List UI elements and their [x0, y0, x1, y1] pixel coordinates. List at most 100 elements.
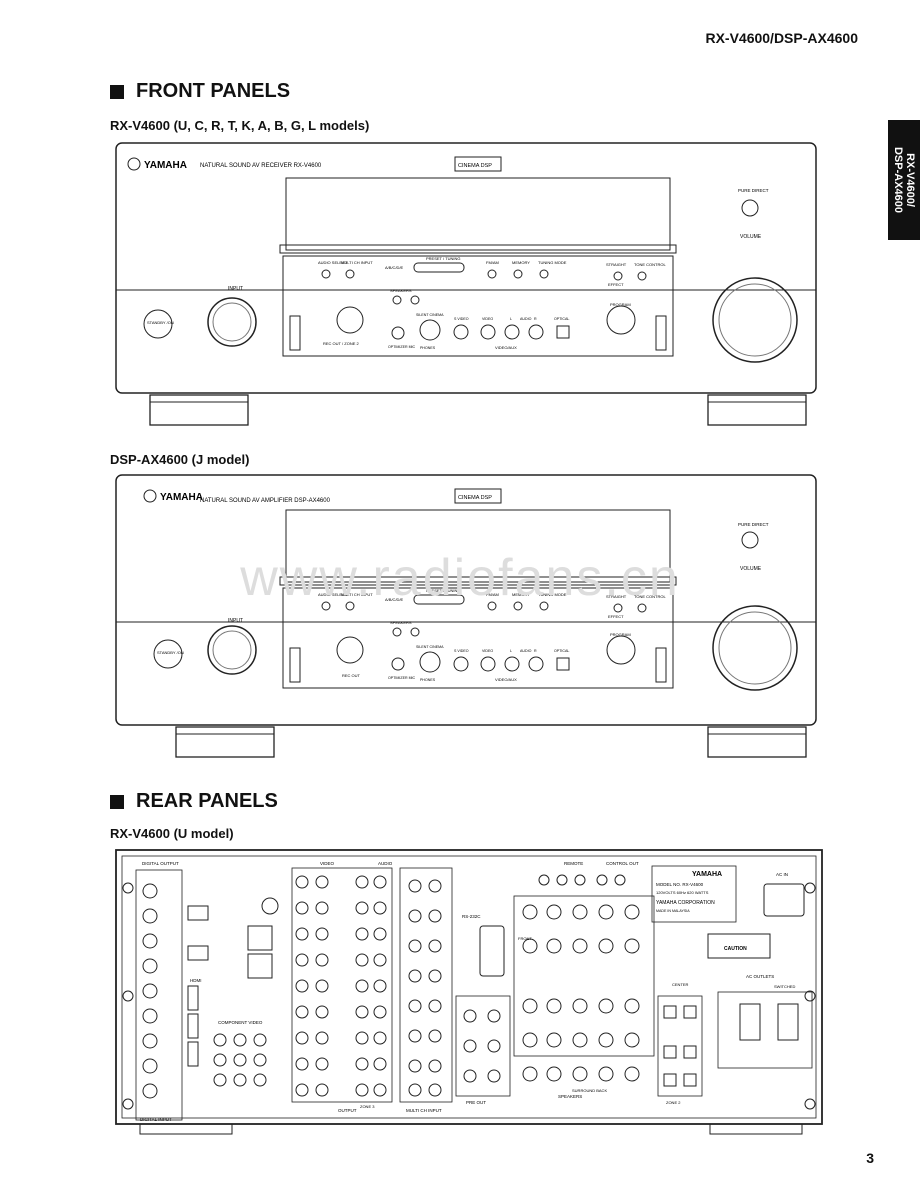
fm-am-button[interactable]	[487, 269, 497, 279]
fm-am-label: FM/AM	[486, 592, 499, 597]
made-in-label: MADE IN MALAYSIA	[656, 909, 690, 913]
optical-jack[interactable]	[556, 325, 570, 339]
ac-in-label: AC IN	[776, 872, 788, 877]
cinema-dsp-logo: CINEMA DSP	[458, 495, 492, 501]
multi-ch-input-label: MULTI CH INPUT	[406, 1108, 442, 1113]
svideo-label: S VIDEO	[454, 317, 469, 321]
zone3-label: ZONE 3	[360, 1104, 375, 1109]
rec-out-knob[interactable]	[336, 636, 364, 664]
audio-label: AUDIO	[520, 649, 532, 653]
fm-am-label: FM/AM	[486, 260, 499, 265]
pure-direct-label: PURE DIRECT	[738, 188, 769, 193]
memory-button[interactable]	[513, 601, 523, 611]
center-label: CENTER	[672, 982, 689, 987]
fm-am-button[interactable]	[487, 601, 497, 611]
multi-ch-button[interactable]	[345, 601, 355, 611]
standby-button[interactable]	[143, 309, 173, 339]
audio-l-jack[interactable]	[504, 656, 520, 672]
input-knob[interactable]	[207, 625, 257, 675]
pure-direct-label: PURE DIRECT	[738, 522, 769, 527]
video-jack[interactable]	[480, 324, 496, 340]
pre-out-label: PRE OUT	[466, 1100, 486, 1105]
rear-panels-heading: REAR PANELS	[110, 790, 278, 813]
switched-label: SWITCHED	[774, 984, 795, 989]
program-knob[interactable]	[606, 635, 636, 665]
video-aux-label: VIDEO/AUX	[495, 677, 517, 682]
rear-caption: RX-V4600 (U model)	[110, 826, 234, 841]
phones-label: PHONES	[420, 346, 436, 350]
volume-knob[interactable]	[712, 277, 798, 363]
corporation-label: YAMAHA CORPORATION	[656, 900, 715, 906]
svideo-jack[interactable]	[453, 324, 469, 340]
optical-jack[interactable]	[556, 657, 570, 671]
svideo-jack[interactable]	[453, 656, 469, 672]
input-label: INPUT	[228, 286, 243, 292]
memory-label: MEMORY	[512, 260, 530, 265]
tuning-mode-button[interactable]	[539, 601, 549, 611]
preset-tuning-rocker[interactable]	[413, 594, 465, 605]
input-label: INPUT	[228, 618, 243, 624]
tone-button[interactable]	[637, 603, 647, 613]
memory-label: MEMORY	[512, 592, 530, 597]
remote-label: REMOTE	[564, 861, 583, 866]
audio-select-button[interactable]	[321, 601, 331, 611]
straight-button[interactable]	[613, 271, 623, 281]
audio-select-button[interactable]	[321, 269, 331, 279]
pure-direct-button[interactable]	[741, 531, 759, 549]
rating-label: 120VOLTS 60Hz 620 WATTS	[656, 890, 709, 895]
multi-ch-button[interactable]	[345, 269, 355, 279]
video-aux-label: VIDEO/AUX	[495, 345, 517, 350]
preset-label: PRESET / TUNING	[426, 256, 461, 261]
cinema-dsp-logo: CINEMA DSP	[458, 163, 492, 169]
square-bullet-icon	[110, 84, 124, 99]
output-label: OUTPUT	[338, 1108, 357, 1113]
l-label: L	[510, 649, 512, 653]
input-knob[interactable]	[207, 297, 257, 347]
straight-button[interactable]	[613, 603, 623, 613]
program-knob[interactable]	[606, 305, 636, 335]
phones-jack[interactable]	[419, 319, 441, 341]
speakers-b-button[interactable]	[410, 295, 420, 305]
header-model: RX-V4600/DSP-AX4600	[705, 30, 858, 46]
side-tab-line1: RX-V4600/	[904, 153, 916, 207]
optimizer-mic-jack[interactable]	[391, 326, 405, 340]
r-label: R	[534, 649, 537, 653]
standby-button[interactable]	[153, 639, 183, 669]
front-panel-dspax4600: YAMAHA NATURAL SOUND AV AMPLIFIER DSP-AX…	[115, 474, 817, 758]
speakers-a-button[interactable]	[392, 295, 402, 305]
rec-out-knob[interactable]	[336, 306, 364, 334]
volume-knob[interactable]	[712, 605, 798, 691]
pure-direct-button[interactable]	[741, 199, 759, 217]
model-no-label: MODEL NO. RX-V4600	[656, 882, 704, 887]
preset-tuning-rocker[interactable]	[413, 262, 465, 273]
video-jack[interactable]	[480, 656, 496, 672]
tuning-mode-label: TUNING MODE	[538, 260, 567, 265]
audio-l-jack[interactable]	[504, 324, 520, 340]
effect-label: EFFECT	[608, 614, 624, 619]
r-label: R	[534, 317, 537, 321]
tuning-mode-label: TUNING MODE	[538, 592, 567, 597]
optimizer-mic-jack[interactable]	[391, 657, 405, 671]
optimizer-label: OPTIMIZER MIC	[388, 676, 416, 680]
standby-label: STANDBY /ON	[147, 320, 174, 325]
product-name: NATURAL SOUND AV AMPLIFIER DSP-AX4600	[200, 498, 331, 504]
phones-jack[interactable]	[419, 651, 441, 673]
tuning-mode-button[interactable]	[539, 269, 549, 279]
audio-r-jack[interactable]	[528, 656, 544, 672]
control-out-label: CONTROL OUT	[606, 861, 639, 866]
caution-label: CAUTION	[724, 946, 747, 952]
standby-label: STANDBY /ON	[157, 650, 184, 655]
program-label: PROGRAM	[610, 302, 631, 307]
product-name: NATURAL SOUND AV RECEIVER RX-V4600	[200, 163, 322, 169]
silent-cinema-label: SILENT CINEMA	[416, 645, 444, 649]
video-label: VIDEO	[482, 649, 493, 653]
zone2-label: ZONE 2	[666, 1100, 681, 1105]
audio-select-label: AUDIO SELECT	[318, 592, 348, 597]
front-panels-heading: FRONT PANELS	[110, 80, 290, 103]
rs232c-label: RS-232C	[462, 914, 481, 919]
speakers-b-button[interactable]	[410, 627, 420, 637]
speakers-a-button[interactable]	[392, 627, 402, 637]
audio-r-jack[interactable]	[528, 324, 544, 340]
memory-button[interactable]	[513, 269, 523, 279]
tone-button[interactable]	[637, 271, 647, 281]
